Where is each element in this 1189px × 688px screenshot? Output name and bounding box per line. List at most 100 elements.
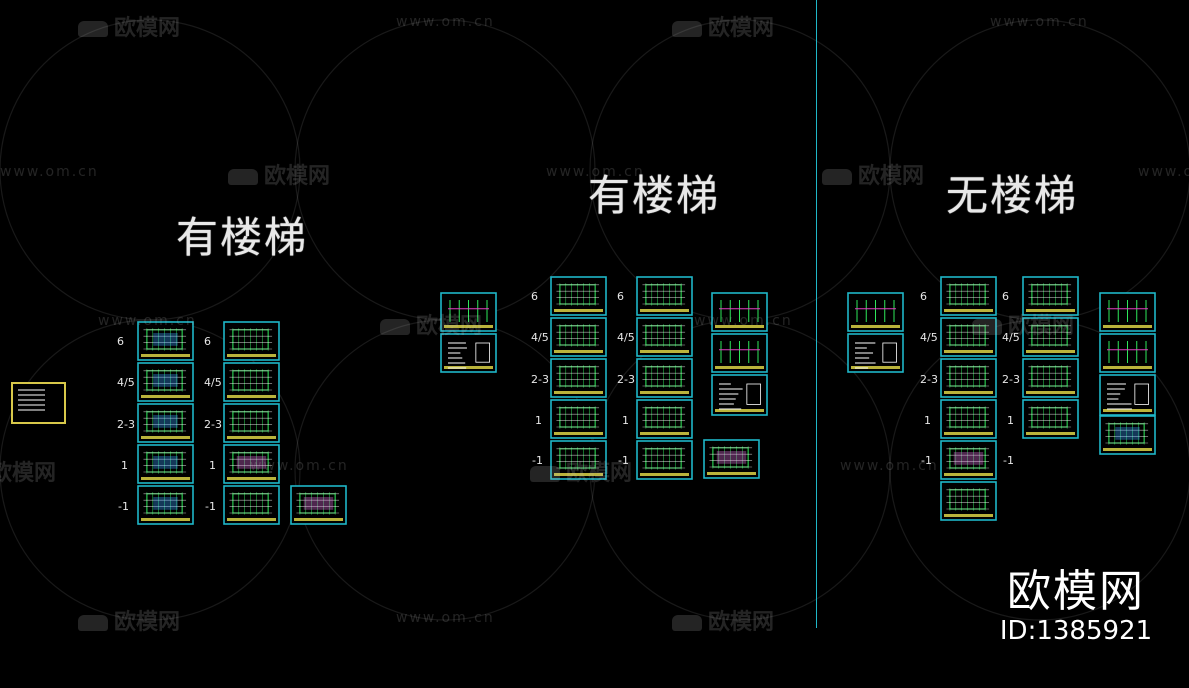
fill-area	[153, 497, 178, 510]
title-block	[944, 350, 993, 353]
watermark-brand: 欧模网	[78, 604, 180, 636]
fill-area	[236, 456, 267, 469]
level-label: 4/5	[117, 376, 135, 389]
watermark-url: www.om.cn	[396, 14, 495, 30]
title-block	[554, 350, 603, 353]
cover-sheet	[11, 382, 66, 424]
title-block	[554, 391, 603, 394]
level-label: 1	[924, 414, 931, 427]
title-block	[444, 325, 493, 328]
title-block	[640, 391, 689, 394]
watermark-url: www.om.cn	[250, 458, 349, 474]
watermark-stamp: 欧模网 ID:1385921	[998, 566, 1154, 647]
fill-area	[153, 333, 178, 346]
level-label: 1	[1007, 414, 1014, 427]
title-block	[640, 309, 689, 312]
watermark-brand-text: 欧模网	[0, 461, 57, 486]
stamp-brand: 欧模网	[1007, 566, 1145, 617]
title-block	[227, 436, 276, 439]
watermark-url: www.om.cn	[990, 14, 1089, 30]
title-block	[707, 472, 756, 475]
stamp-id: ID:1385921	[999, 616, 1153, 646]
sofa-logo-icon	[672, 615, 702, 631]
watermark-url: www.om.cn	[840, 458, 939, 474]
watermark-url: www.om.cn	[98, 313, 197, 329]
title-block	[944, 514, 993, 517]
title-block	[944, 432, 993, 435]
fill-area	[153, 374, 178, 387]
level-label: 6	[117, 335, 124, 348]
watermark-brand-text: 欧模网	[708, 16, 775, 41]
watermark-brand-text: 欧模网	[114, 610, 181, 635]
title-block	[1103, 409, 1152, 412]
level-label: -1	[1003, 454, 1014, 467]
title-block	[1103, 366, 1152, 369]
watermark-brand: 欧模网	[672, 604, 774, 636]
title-block	[640, 432, 689, 435]
fill-area	[716, 451, 747, 464]
watermark-brand: 欧模网	[822, 158, 924, 190]
section-title-right: 无楼梯	[946, 171, 1079, 220]
level-label: 2-3	[920, 373, 938, 386]
viewport-divider	[816, 0, 817, 628]
fill-area	[953, 452, 984, 465]
title-block	[1026, 432, 1075, 435]
title-block	[1026, 350, 1075, 353]
level-label: 6	[204, 335, 211, 348]
watermark-brand: 欧模网	[78, 10, 180, 42]
title-block	[227, 477, 276, 480]
level-label: -1	[118, 500, 129, 513]
fill-area	[153, 415, 178, 428]
level-label: 4/5	[1002, 331, 1020, 344]
watermark-url: www.om.cn	[0, 164, 99, 180]
level-label: 6	[920, 290, 927, 303]
title-block	[715, 366, 764, 369]
title-block	[141, 436, 190, 439]
watermark-brand: 欧模网	[972, 308, 1074, 340]
level-label: 2-3	[117, 418, 135, 431]
fill-area	[153, 456, 178, 469]
title-block	[294, 518, 343, 521]
level-label: 2-3	[531, 373, 549, 386]
watermark-url: www.om.cn	[546, 164, 645, 180]
level-label: -1	[532, 454, 543, 467]
level-label: 4/5	[531, 331, 549, 344]
title-block	[1026, 391, 1075, 394]
watermark-brand-text: 欧模网	[1008, 314, 1075, 339]
sofa-logo-icon	[672, 21, 702, 37]
watermark-url: www.om.cn	[396, 610, 495, 626]
drawing-sheet	[711, 374, 768, 416]
title-block	[1103, 325, 1152, 328]
level-label: 6	[617, 290, 624, 303]
sofa-logo-icon	[530, 466, 560, 482]
watermark-arc	[0, 319, 301, 621]
level-label: 6	[1002, 290, 1009, 303]
title-block	[141, 477, 190, 480]
level-label: 2-3	[1002, 373, 1020, 386]
watermark-brand-text: 欧模网	[566, 461, 633, 486]
watermark-brand-text: 欧模网	[708, 610, 775, 635]
section-title-middle: 有楼梯	[588, 171, 721, 220]
title-block	[640, 350, 689, 353]
watermark-brand: 欧模网	[530, 455, 632, 487]
sofa-logo-icon	[228, 169, 258, 185]
title-block	[227, 395, 276, 398]
title-block	[141, 518, 190, 521]
watermark-url: www.om.cn	[1138, 164, 1189, 180]
sofa-logo-icon	[78, 21, 108, 37]
title-block	[227, 354, 276, 357]
level-label: 4/5	[617, 331, 635, 344]
table-box	[1134, 383, 1149, 405]
title-block	[640, 473, 689, 476]
title-block	[715, 409, 764, 412]
watermark-brand-text: 欧模网	[114, 16, 181, 41]
sofa-logo-icon	[972, 319, 1002, 335]
level-label: 2-3	[617, 373, 635, 386]
watermark-url: www.om.cn	[694, 313, 793, 329]
level-label: -1	[921, 454, 932, 467]
sofa-logo-icon	[380, 319, 410, 335]
fill-area	[1115, 427, 1140, 440]
level-label: 1	[209, 459, 216, 472]
table-box	[882, 342, 897, 363]
